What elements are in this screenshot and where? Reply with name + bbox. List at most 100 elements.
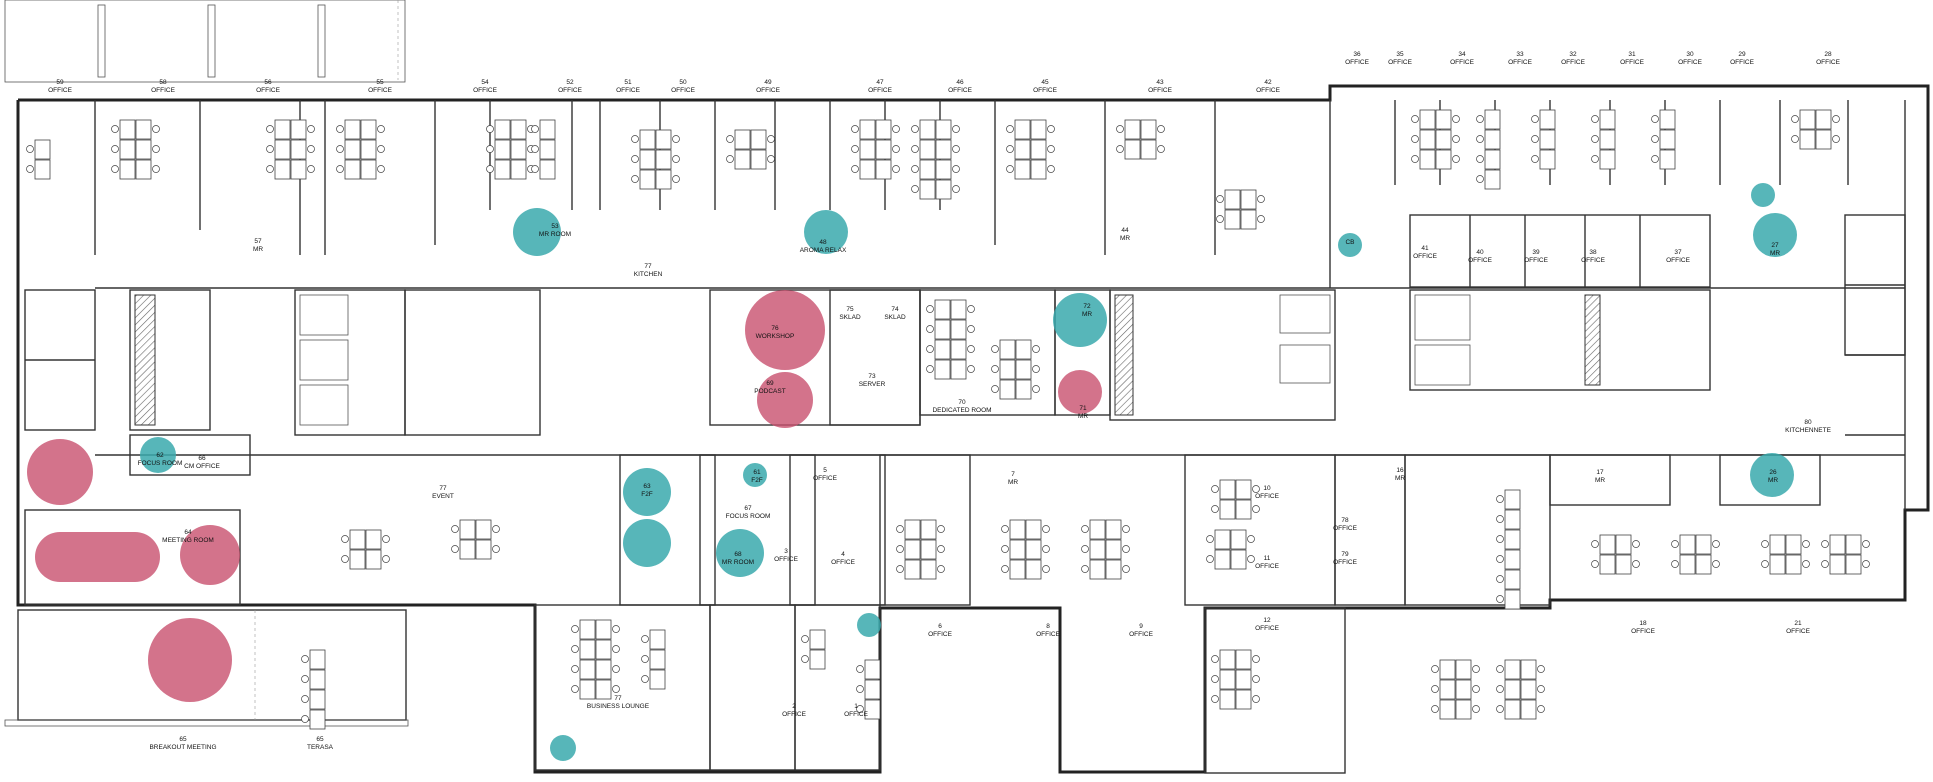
chair [672, 175, 680, 183]
chair [492, 545, 500, 553]
room-number: 36 [1353, 51, 1361, 58]
chair [1006, 125, 1014, 133]
desk [1009, 539, 1026, 560]
room-label: OFFICE [368, 87, 392, 94]
desk [1219, 479, 1236, 500]
chair [1001, 565, 1009, 573]
room-label: KITCHEN [634, 271, 663, 278]
desk [1235, 499, 1252, 520]
chair [1476, 115, 1484, 123]
desk [1224, 209, 1241, 230]
chair [952, 165, 960, 173]
desk [864, 679, 881, 700]
room-number: 11 [1264, 555, 1271, 562]
room-number: 72 [1083, 303, 1091, 310]
room-label: OFFICE [1561, 59, 1585, 66]
desk [1615, 554, 1632, 575]
desk [1105, 559, 1122, 580]
desk [1105, 539, 1122, 560]
desk [639, 169, 656, 190]
room-number: 49 [764, 79, 772, 86]
desk [475, 519, 492, 540]
chair [967, 345, 975, 353]
desk [639, 149, 656, 170]
desk [1014, 139, 1031, 160]
desk [1214, 529, 1231, 550]
desk [859, 119, 876, 140]
desk [539, 139, 556, 160]
chair [1001, 525, 1009, 533]
room-number: 12 [1263, 617, 1271, 624]
room-label: OFFICE [868, 87, 892, 94]
room-label: SERVER [859, 381, 886, 388]
chair [1411, 115, 1419, 123]
chair [1252, 655, 1260, 663]
desk [459, 519, 476, 540]
chair [1431, 705, 1439, 713]
chair [641, 635, 649, 643]
desk [1030, 159, 1047, 180]
room-number: 59 [56, 79, 64, 86]
desk [935, 179, 952, 200]
desk [539, 119, 556, 140]
chair [1651, 115, 1659, 123]
room-label: MR [1770, 250, 1780, 257]
chair [1496, 575, 1504, 583]
chair [1476, 175, 1484, 183]
desk [274, 159, 291, 180]
desk [1829, 534, 1846, 555]
desk [750, 149, 767, 170]
desk [1435, 109, 1452, 130]
chair [937, 545, 945, 553]
desk [935, 119, 952, 140]
room-label: OFFICE [1333, 525, 1357, 532]
room-number: 9 [1139, 623, 1143, 630]
room-number: 63 [643, 483, 651, 490]
chair [726, 135, 734, 143]
desk [1520, 659, 1537, 680]
chair [1216, 195, 1224, 203]
desk [1089, 539, 1106, 560]
desk [494, 139, 511, 160]
chair [1591, 155, 1599, 163]
chair [911, 185, 919, 193]
room-number: 56 [264, 79, 272, 86]
chair [1211, 485, 1219, 493]
desk [1679, 534, 1696, 555]
chair [1712, 540, 1720, 548]
desk [934, 339, 951, 360]
chair [1247, 535, 1255, 543]
chair [1452, 155, 1460, 163]
chair [1862, 560, 1870, 568]
room-number: 35 [1396, 51, 1404, 58]
room-number: 32 [1569, 51, 1577, 58]
desk [360, 119, 377, 140]
room-number: 30 [1686, 51, 1694, 58]
desk [475, 539, 492, 560]
room-number: 40 [1476, 249, 1484, 256]
chair [1081, 545, 1089, 553]
desk [1484, 149, 1501, 170]
room-number: 77 [439, 485, 447, 492]
desk [1240, 209, 1257, 230]
desk [1504, 509, 1521, 530]
room-number: 48 [819, 239, 827, 246]
chair [307, 165, 315, 173]
desk [494, 159, 511, 180]
room-number: 46 [956, 79, 964, 86]
room-label: OFFICE [1036, 631, 1060, 638]
desk [1455, 679, 1472, 700]
chair [1531, 115, 1539, 123]
chair [152, 165, 160, 173]
desk [1235, 689, 1252, 710]
desk [344, 139, 361, 160]
room-label: MR ROOM [539, 231, 571, 238]
desk [1030, 139, 1047, 160]
highlight-cb-4 [857, 613, 881, 637]
chair [1081, 525, 1089, 533]
desk [919, 139, 936, 160]
chair [377, 165, 385, 173]
desk [290, 139, 307, 160]
highlight-mr-27 [1753, 213, 1797, 257]
